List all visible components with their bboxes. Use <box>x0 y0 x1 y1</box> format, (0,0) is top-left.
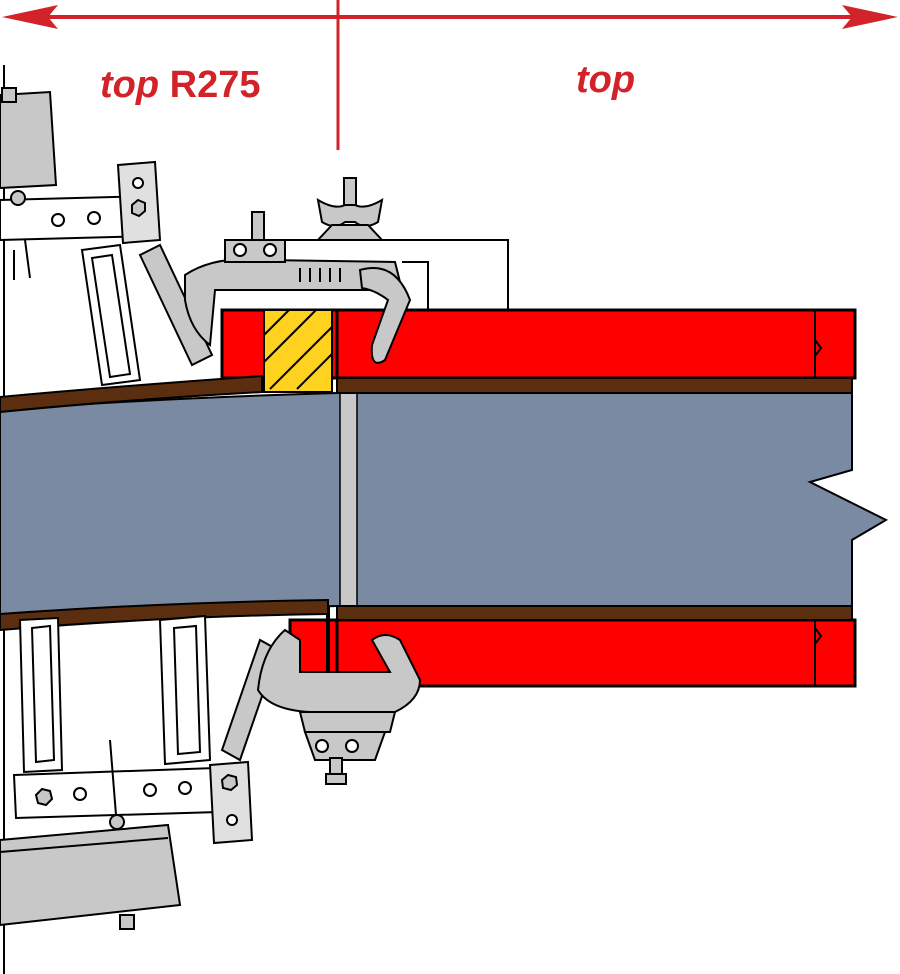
curved-plywood-upper <box>0 374 263 414</box>
wedge-clamp-lower <box>256 628 422 785</box>
curved-plywood-lower <box>0 598 329 632</box>
tie-rod <box>339 392 358 607</box>
wedge-clamp-icon <box>184 211 412 364</box>
dimension-line <box>2 0 898 150</box>
top-formwork-panels <box>335 308 857 688</box>
wing-nut-icon <box>315 177 385 241</box>
arrow-right-icon <box>842 5 898 29</box>
label-top-r275: top R275 <box>100 64 260 106</box>
label-top-r275-rest: R275 <box>159 64 260 106</box>
lower-support-structure <box>0 614 280 930</box>
top-plywood-lower <box>336 605 853 621</box>
label-top: top <box>576 59 635 101</box>
upper-support-structure <box>0 87 214 387</box>
concrete-wall <box>0 392 889 630</box>
label-top-r275-italic: top <box>100 64 159 106</box>
top-panel-upper <box>335 308 857 380</box>
arrow-left-icon <box>2 5 58 29</box>
top-plywood-upper <box>336 377 853 394</box>
